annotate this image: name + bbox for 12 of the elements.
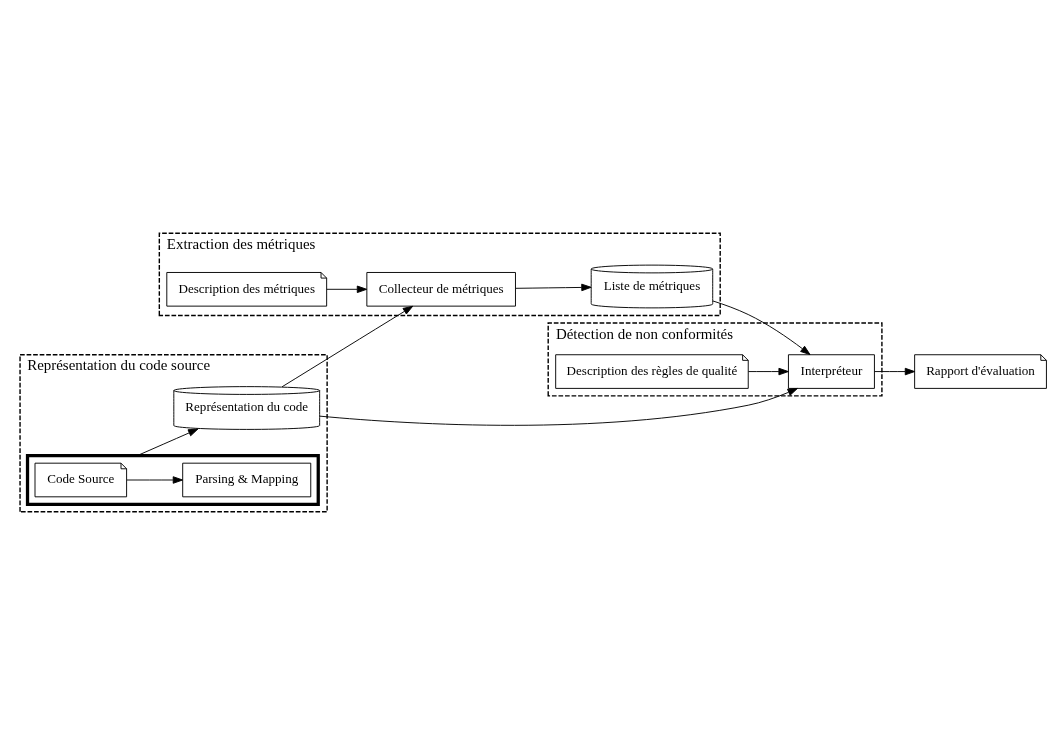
arrow bbox=[874, 367, 916, 376]
arrow bbox=[281, 305, 414, 388]
node-box: Interpréteur bbox=[787, 354, 875, 389]
arrow bbox=[319, 388, 798, 426]
arrow bbox=[515, 283, 592, 292]
node-box: Collecteur de métriques bbox=[366, 272, 516, 307]
arrow bbox=[126, 476, 184, 484]
arrow bbox=[748, 367, 789, 376]
arrow bbox=[712, 300, 811, 356]
cluster bbox=[25, 454, 320, 506]
arrow bbox=[326, 285, 368, 294]
node-box: Parsing & Mapping bbox=[182, 462, 312, 498]
